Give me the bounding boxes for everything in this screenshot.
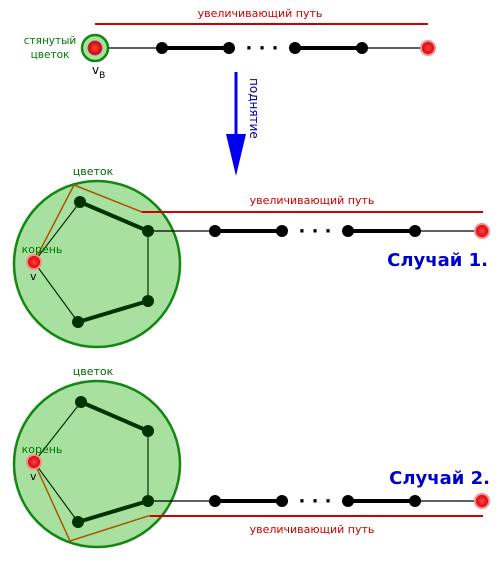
case1-root-node <box>26 254 42 270</box>
case1-blossom-edge-b <box>79 200 149 233</box>
case2-node-1 <box>209 495 221 507</box>
top-node-1 <box>156 42 168 54</box>
top-exposed-end-node <box>420 40 436 56</box>
top-node-3 <box>289 42 301 54</box>
case1-blossom-node-1 <box>74 196 86 208</box>
case2-root-node <box>26 454 42 470</box>
case1-blossom-node-3 <box>142 295 154 307</box>
case1-title: Случай 1. <box>387 250 488 271</box>
case2-title: Случай 2. <box>389 468 490 489</box>
top-vertex-label: vB <box>92 63 105 81</box>
case2-node-4 <box>409 495 421 507</box>
case1-blossom-node-4 <box>72 316 84 328</box>
case2-blossom-node-1 <box>75 396 87 408</box>
case2-vertex-label: v <box>30 470 37 483</box>
arrow-head <box>226 134 246 176</box>
case2-augmenting-path-label: увеличивающий путь <box>250 523 375 536</box>
case1-blossom-edge-e <box>33 261 79 323</box>
case1-blossom-label: цветок <box>73 165 114 178</box>
case1-blossom-edge-d <box>77 299 149 324</box>
case2-blossom-edge-d <box>77 499 149 524</box>
case2-node-2 <box>276 495 288 507</box>
case2-blossom-node-4 <box>72 516 84 528</box>
case1-node-4 <box>409 225 421 237</box>
case2-blossom-node-3 <box>142 495 154 507</box>
case2-exposed-end-node <box>474 493 490 509</box>
arrow-label: поднятие <box>247 78 261 139</box>
case2-blossom-edge-b <box>80 400 149 433</box>
case2-section: цветок увеличивающий путь · · · корень v… <box>12 365 490 549</box>
case2-node-3 <box>342 495 354 507</box>
case1-node-2 <box>276 225 288 237</box>
case1-node-1 <box>209 225 221 237</box>
case2-dots: · · · <box>298 491 331 512</box>
top-dots: · · · <box>245 38 278 59</box>
case2-blossom-edge-a <box>33 401 82 463</box>
case2-blossom-edge-e <box>33 461 79 523</box>
top-node-4 <box>356 42 368 54</box>
case1-vertex-label: v <box>30 270 37 283</box>
lifting-arrow: поднятие <box>226 72 261 176</box>
contracted-flower-label-line1: стянутый <box>24 35 77 47</box>
case1-root-label: корень <box>22 243 63 256</box>
case1-exposed-end-node <box>474 223 490 239</box>
top-augmenting-path-label: увеличивающий путь <box>198 7 323 20</box>
case2-root-label: корень <box>22 443 63 456</box>
case1-node-3 <box>342 225 354 237</box>
case1-section: цветок увеличивающий путь · · · корень v… <box>12 165 490 349</box>
contracted-root-node <box>87 40 103 56</box>
top-node-2 <box>223 42 235 54</box>
case1-augmenting-path-label: увеличивающий путь <box>250 194 375 207</box>
case1-blossom-node-2 <box>142 225 154 237</box>
case1-blossom-edge-a <box>33 201 81 263</box>
top-section: увеличивающий путь стянутый цветок · · ·… <box>24 7 436 81</box>
contracted-flower-label-line2: цветок <box>31 49 70 61</box>
case2-blossom-node-2 <box>142 425 154 437</box>
case2-blossom-label: цветок <box>73 365 114 378</box>
case1-dots: · · · <box>298 221 331 242</box>
